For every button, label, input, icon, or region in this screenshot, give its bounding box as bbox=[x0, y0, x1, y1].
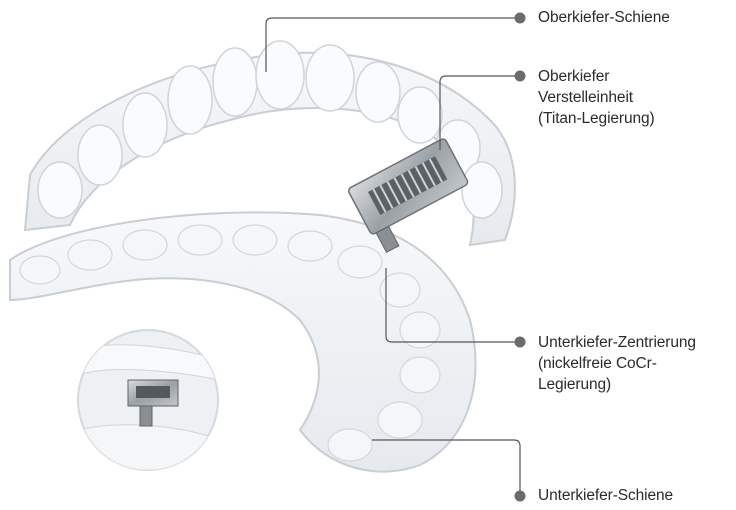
detail-inset bbox=[78, 330, 220, 470]
label-line: (Titan-Legierung) bbox=[538, 108, 655, 129]
dot-upper-adjuster bbox=[515, 71, 526, 82]
callout-lower-splint: Unterkiefer-Schiene bbox=[538, 485, 673, 506]
callout-upper-splint: Oberkiefer-Schiene bbox=[538, 7, 670, 28]
callout-lower-centering: Unterkiefer-Zentrierung (nickelfreie CoC… bbox=[538, 332, 696, 395]
label-line: Oberkiefer bbox=[538, 66, 655, 87]
label-line: (nickelfreie CoCr- bbox=[538, 353, 696, 374]
dot-lower-centering bbox=[515, 337, 526, 348]
dot-lower-splint bbox=[515, 491, 526, 502]
label-line: Oberkiefer-Schiene bbox=[538, 7, 670, 28]
callout-upper-adjuster: Oberkiefer Verstelleinheit (Titan-Legier… bbox=[538, 66, 655, 129]
label-line: Unterkiefer-Zentrierung bbox=[538, 332, 696, 353]
label-line: Legierung) bbox=[538, 374, 696, 395]
label-line: Verstelleinheit bbox=[538, 87, 655, 108]
dot-upper-splint bbox=[515, 13, 526, 24]
callout-dots bbox=[515, 13, 526, 502]
label-line: Unterkiefer-Schiene bbox=[538, 485, 673, 506]
